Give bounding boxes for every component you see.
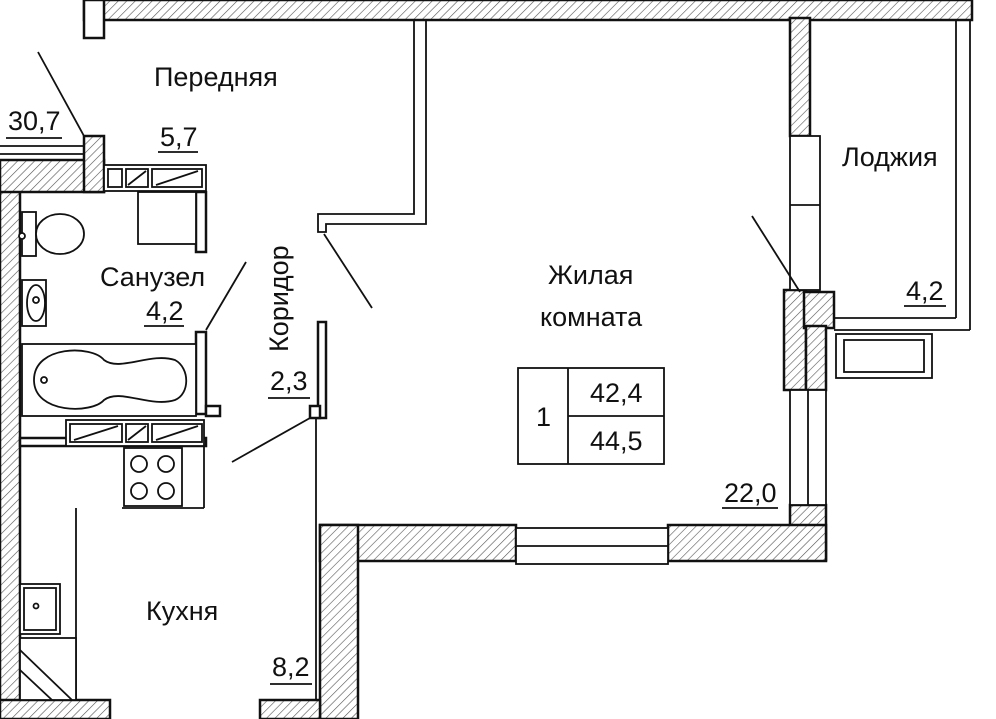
corridor-name: Коридор xyxy=(264,245,294,352)
hall-area: 5,7 xyxy=(160,122,198,152)
summary-table: 1 42,4 44,5 xyxy=(517,367,665,465)
kitchen-fixtures xyxy=(19,447,183,701)
living-name-line2: комната xyxy=(540,302,643,332)
living-area: 22,0 xyxy=(724,478,777,508)
kitchen-area: 8,2 xyxy=(272,652,310,682)
bathroom-name: Санузел xyxy=(100,262,205,292)
room-labels: Передняя 5,7 Санузел 4,2 Коридор 2,3 Жил… xyxy=(6,62,946,685)
loggia-name: Лоджия xyxy=(842,142,938,172)
kitchen-name: Кухня xyxy=(146,596,218,626)
windows xyxy=(515,20,971,565)
loggia-area: 4,2 xyxy=(906,276,944,306)
bathroom-area: 4,2 xyxy=(146,296,184,326)
living-name-line1: Жилая xyxy=(548,260,633,290)
rooms-count: 1 xyxy=(536,402,551,432)
corridor-area: 2,3 xyxy=(270,366,308,396)
ventilation-shafts xyxy=(65,164,207,447)
exterior-walls xyxy=(0,0,974,719)
leader-lines xyxy=(0,51,801,463)
bathroom-fixtures xyxy=(18,191,197,417)
total-area: 44,5 xyxy=(590,426,643,456)
living-area-total: 42,4 xyxy=(590,378,643,408)
hall-name: Передняя xyxy=(154,62,278,92)
outside-area: 30,7 xyxy=(8,106,61,136)
